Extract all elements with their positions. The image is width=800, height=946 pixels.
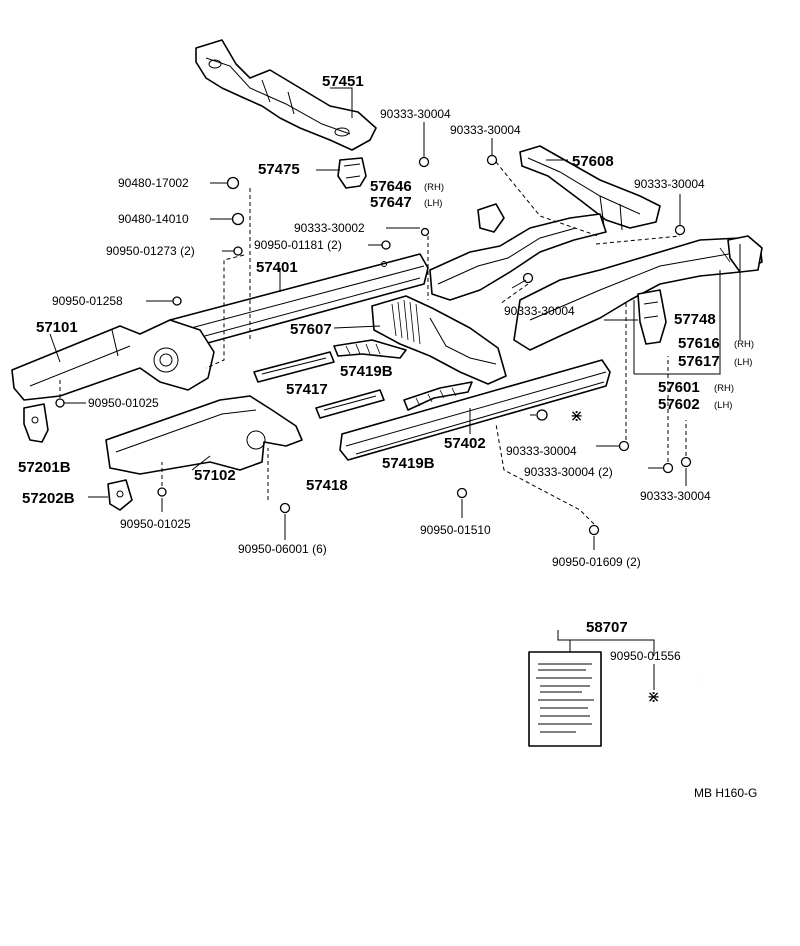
fastener-90480-14010	[231, 212, 245, 226]
label-57451: 57451	[322, 73, 364, 90]
label-57201b: 57201B	[18, 459, 71, 476]
label-57607: 57607	[290, 321, 332, 338]
label-57646: 57646	[370, 178, 412, 195]
fastener-90950-01025-a	[55, 398, 65, 408]
label-90480-14010: 90480-14010	[118, 212, 189, 226]
label-57647-lh: (LH)	[424, 198, 442, 209]
label-58707: 58707	[586, 619, 628, 636]
label-57475: 57475	[258, 161, 300, 178]
fastener-90950-01609	[588, 524, 600, 536]
label-57101: 57101	[36, 319, 78, 336]
part-57418-strip	[315, 389, 385, 419]
star-symbol-main: ⋇	[570, 406, 583, 425]
part-57102-front-member	[105, 395, 303, 475]
label-90480-17002: 90480-17002	[118, 176, 189, 190]
part-57475-bracket	[337, 157, 367, 189]
fastener-grommet	[536, 409, 548, 421]
label-57401: 57401	[256, 259, 298, 276]
label-57646-rh: (RH)	[424, 182, 444, 193]
part-57201b-bracket	[23, 403, 49, 443]
label-57601: 57601	[658, 379, 700, 396]
part-57607-floor-panel	[371, 295, 507, 385]
label-90950-01181: 90950-01181 (2)	[254, 238, 342, 252]
label-57616-rh: (RH)	[734, 339, 754, 350]
label-90333-30004-lower: 90333-30004	[506, 444, 577, 458]
leader-lines	[49, 87, 741, 690]
fastener-90333-30004-c	[674, 224, 686, 236]
dashed-location-lines	[59, 161, 687, 525]
label-57601-rh: (RH)	[714, 383, 734, 394]
part-center-frame	[429, 213, 763, 351]
label-57102: 57102	[194, 467, 236, 484]
part-57646-bracket	[477, 203, 505, 233]
fastener-90333-30004-b	[486, 154, 498, 166]
fastener-90950-06001	[279, 502, 291, 514]
label-57647: 57647	[370, 194, 412, 211]
label-90950-01025-top: 90950-01025	[88, 396, 159, 410]
label-57608: 57608	[572, 153, 614, 170]
part-57202b-bracket	[107, 479, 133, 511]
label-90950-01025-bottom: 90950-01025	[120, 517, 191, 531]
label-90333-30002: 90333-30002	[294, 221, 365, 235]
part-57748-bracket	[637, 289, 667, 345]
fastener-90950-01273	[233, 246, 243, 256]
fastener-90333-30004-g	[680, 456, 692, 468]
label-90333-30004-mid: 90333-30004	[504, 304, 575, 318]
label-90950-01273: 90950-01273 (2)	[106, 244, 195, 258]
label-90950-01510: 90950-01510	[420, 523, 491, 537]
part-57616-bracket	[727, 235, 763, 273]
label-90950-01556: 90950-01556	[610, 649, 681, 663]
part-57101-front-member	[11, 319, 215, 401]
label-90333-30004-top2: 90333-30004	[450, 123, 521, 137]
part-57608-rear-frame	[519, 145, 661, 231]
fastener-90333-30004-a	[418, 156, 430, 168]
part-57419b-strip-lower	[403, 381, 473, 411]
part-58707-caution-label	[528, 651, 602, 747]
label-57419b-lower: 57419B	[382, 455, 435, 472]
part-57417-strip	[253, 351, 335, 383]
label-57402: 57402	[444, 435, 486, 452]
part-57402-side-member	[339, 359, 611, 461]
label-90333-30004-x2: 90333-30004 (2)	[524, 465, 613, 479]
label-57417: 57417	[286, 381, 328, 398]
fastener-90333-30002	[420, 227, 430, 237]
label-90333-30004-right: 90333-30004	[634, 177, 705, 191]
label-57418: 57418	[306, 477, 348, 494]
label-90333-30004-far-right: 90333-30004	[640, 489, 711, 503]
fastener-90950-01181	[381, 240, 391, 250]
label-57748: 57748	[674, 311, 716, 328]
reference-code: MB H160-G	[694, 786, 757, 800]
star-symbol-legend: ⋇	[647, 687, 660, 706]
label-57617: 57617	[678, 353, 720, 370]
label-57616: 57616	[678, 335, 720, 352]
labels: 57451 90333-30004 90333-30004 57608 5747…	[18, 73, 757, 800]
fastener-90333-30004-f	[662, 462, 674, 474]
label-90950-06001: 90950-06001 (6)	[238, 542, 327, 556]
fastener-90950-01258	[172, 296, 182, 306]
part-57401-side-member	[169, 253, 429, 351]
part-57451-cross-member	[195, 39, 377, 151]
label-90950-01258: 90950-01258	[52, 294, 123, 308]
fastener-90950-01025-b	[157, 487, 167, 497]
fastener-90950-01510	[456, 487, 468, 499]
label-57617-lh: (LH)	[734, 357, 752, 368]
fastener-90480-17002	[226, 176, 240, 190]
label-90333-30004-top1: 90333-30004	[380, 107, 451, 121]
label-90950-01609: 90950-01609 (2)	[552, 555, 641, 569]
label-57602: 57602	[658, 396, 700, 413]
label-57419b-upper: 57419B	[340, 363, 393, 380]
label-57202b: 57202B	[22, 490, 75, 507]
part-57419b-strip-upper	[333, 339, 407, 359]
label-57602-lh: (LH)	[714, 400, 732, 411]
fastener-90333-30004-e	[618, 440, 630, 452]
